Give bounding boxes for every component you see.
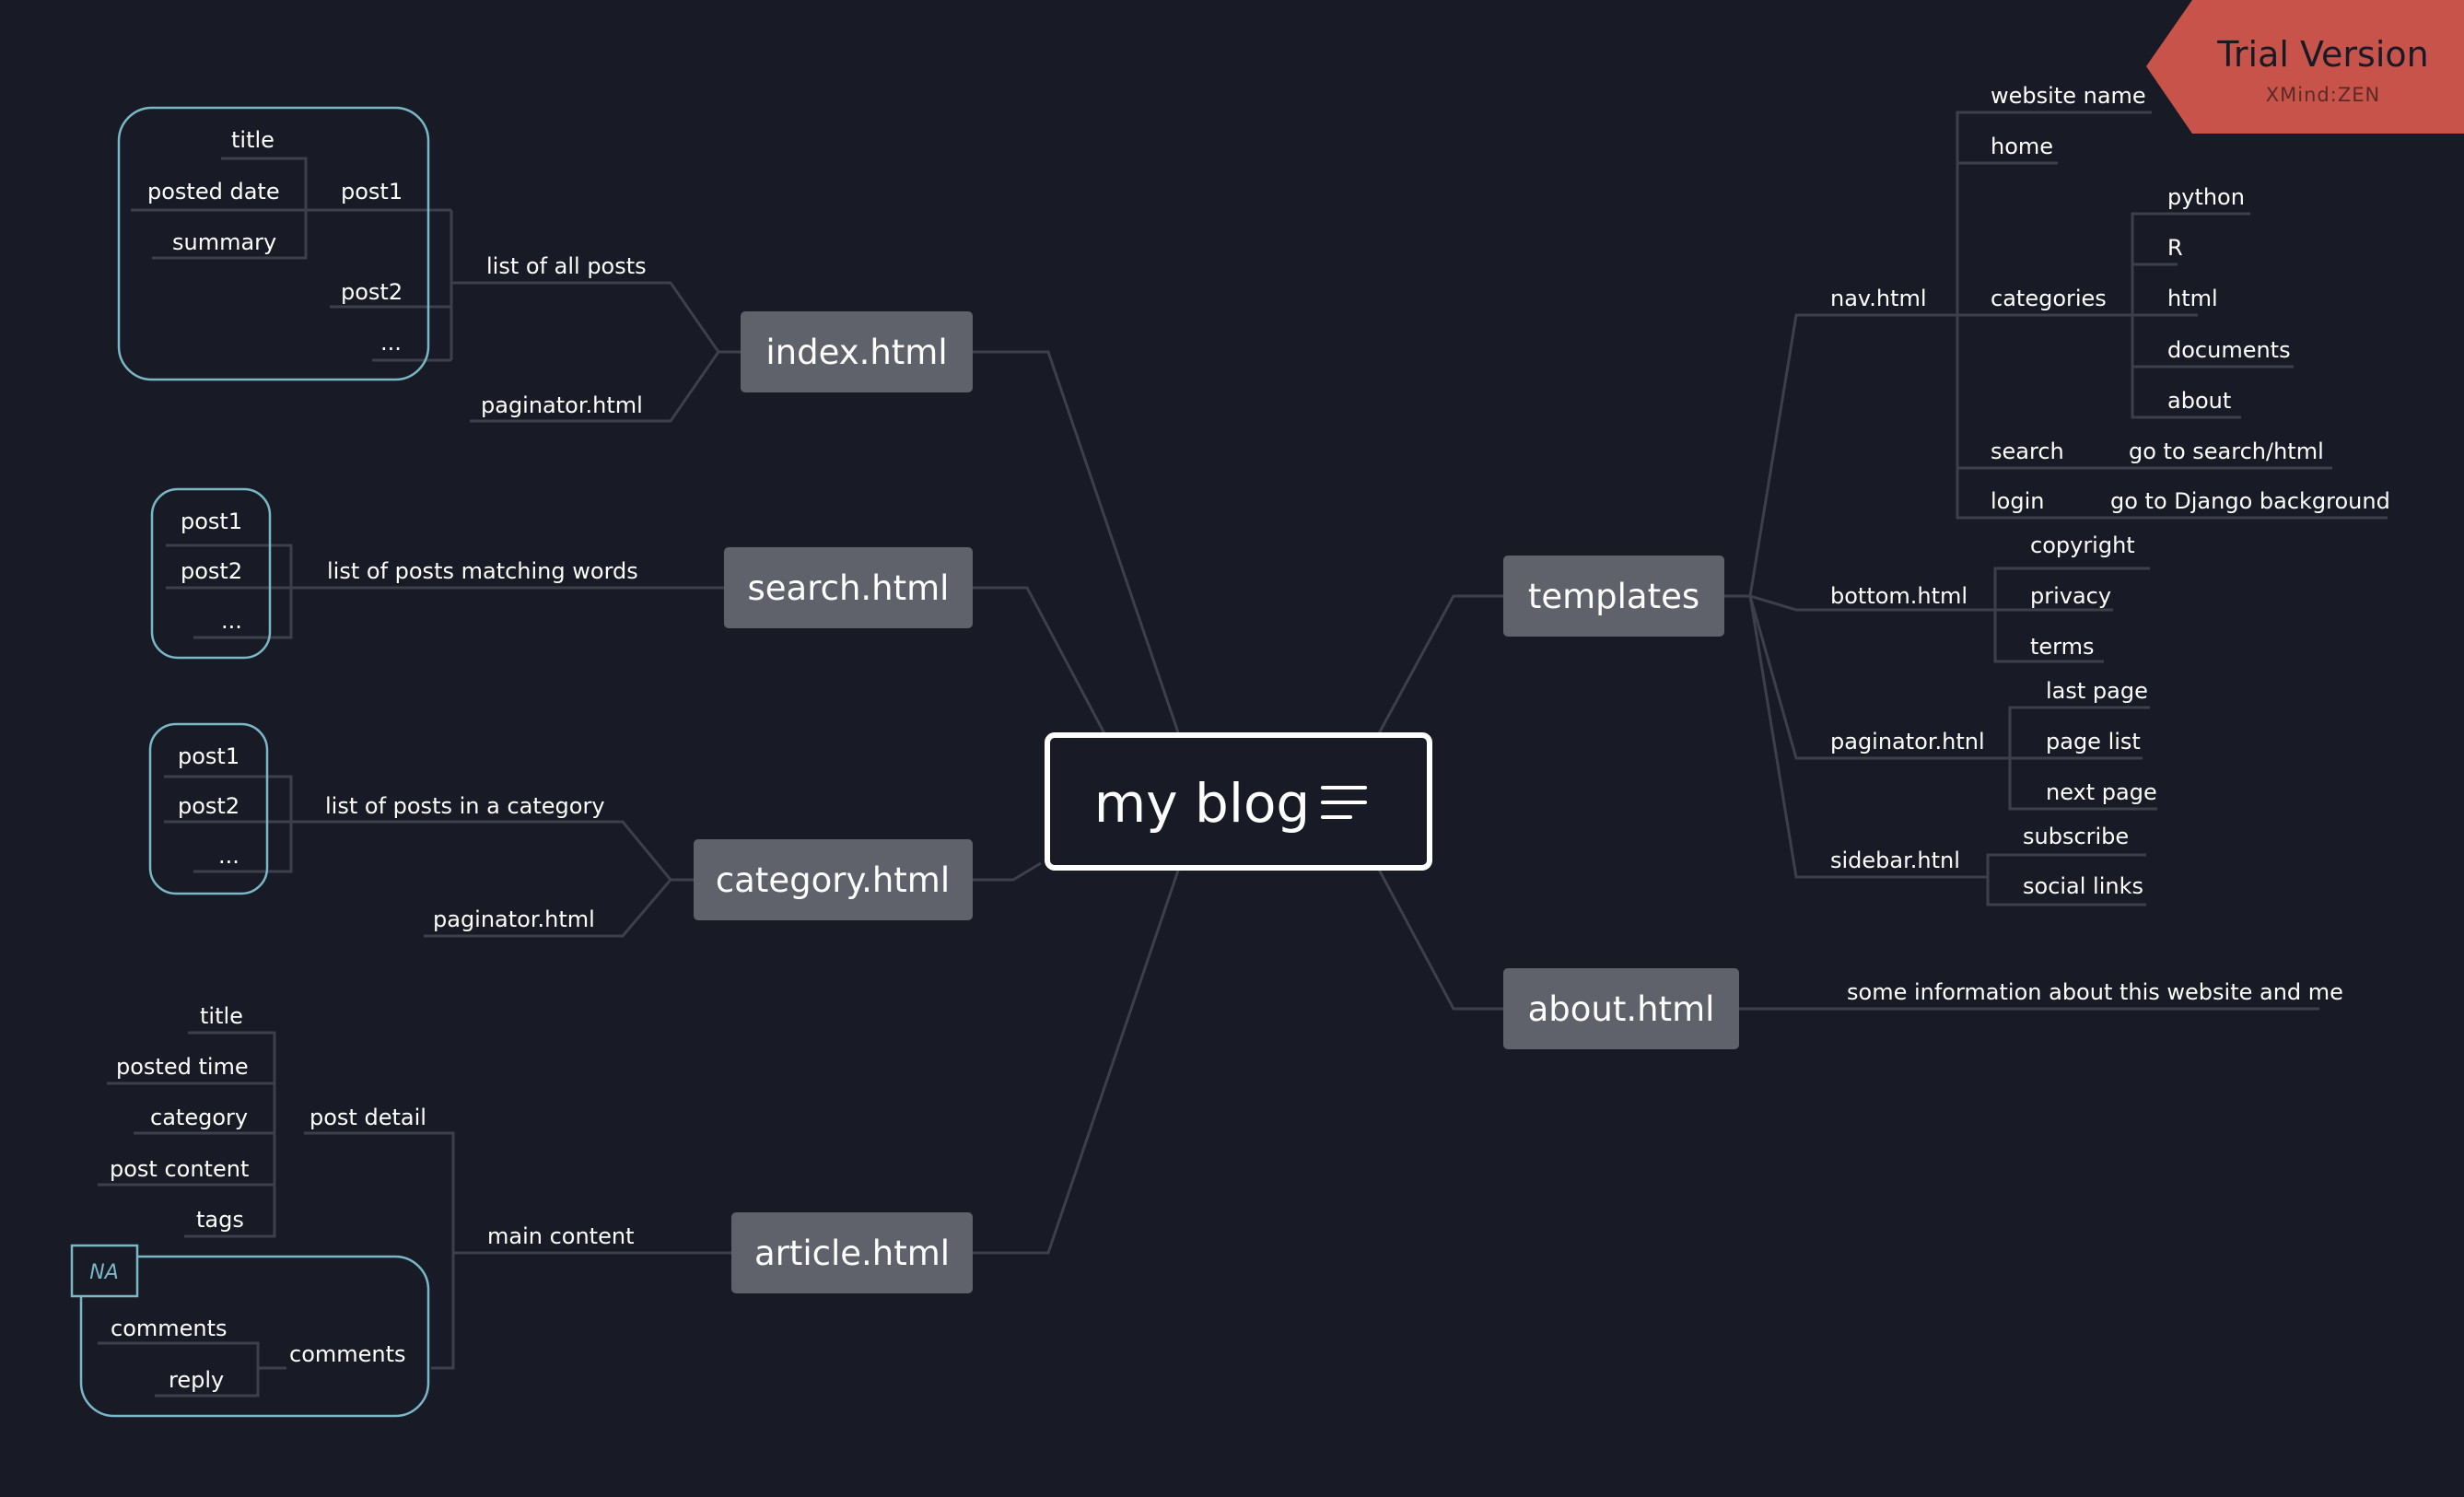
index-posts-boundary xyxy=(117,106,430,381)
boundary-frames: NA xyxy=(70,106,430,1418)
bottom-copyright[interactable]: copyright xyxy=(2030,532,2135,558)
category-post2[interactable]: post2 xyxy=(178,793,239,819)
na-badge xyxy=(70,1244,139,1298)
topic-category[interactable]: category.html xyxy=(694,839,973,920)
category-list[interactable]: list of posts in a category xyxy=(325,793,605,819)
topic-about[interactable]: about.html xyxy=(1503,968,1739,1049)
paginator-page-list[interactable]: page list xyxy=(2046,729,2141,754)
nav-category-about[interactable]: about xyxy=(2167,388,2231,414)
article-post-detail[interactable]: post detail xyxy=(309,1105,426,1130)
root-node[interactable]: my blog xyxy=(1045,732,1432,871)
index-paginator[interactable]: paginator.html xyxy=(481,392,643,418)
templates-nav[interactable]: nav.html xyxy=(1830,286,1927,311)
sidebar-social-links[interactable]: social links xyxy=(2023,873,2143,899)
connector-lines xyxy=(98,111,2388,1398)
nav-category-documents[interactable]: documents xyxy=(2167,337,2291,363)
search-list-matching[interactable]: list of posts matching words xyxy=(327,558,638,584)
nav-category-python[interactable]: python xyxy=(2167,184,2245,210)
trial-banner-shape xyxy=(2146,0,2464,134)
paginator-next-page[interactable]: next page xyxy=(2046,779,2157,805)
search-post2[interactable]: post2 xyxy=(181,558,242,584)
nav-category-r[interactable]: R xyxy=(2167,235,2183,261)
trial-version-title: Trial Version xyxy=(2216,34,2428,75)
trial-version-subtitle: XMind:ZEN xyxy=(2266,84,2380,106)
nav-categories[interactable]: categories xyxy=(1991,286,2107,311)
nav-search[interactable]: search xyxy=(1991,439,2064,464)
paginator-last-page[interactable]: last page xyxy=(2046,678,2148,704)
about-info[interactable]: some information about this website and … xyxy=(1847,979,2343,1005)
category-more[interactable]: ... xyxy=(218,843,239,869)
search-post1[interactable]: post1 xyxy=(181,509,242,534)
article-title[interactable]: title xyxy=(200,1003,243,1029)
article-comments-group[interactable]: comments xyxy=(289,1341,406,1367)
topic-category-label: category.html xyxy=(716,860,950,900)
index-post-title[interactable]: title xyxy=(231,127,274,153)
index-post2[interactable]: post2 xyxy=(341,279,403,305)
topic-article-label: article.html xyxy=(754,1234,950,1273)
nav-login-target[interactable]: go to Django background xyxy=(2110,488,2390,514)
bottom-privacy[interactable]: privacy xyxy=(2030,583,2111,609)
topic-about-label: about.html xyxy=(1528,989,1715,1029)
index-post-date[interactable]: posted date xyxy=(147,179,280,205)
index-post1[interactable]: post1 xyxy=(341,179,403,205)
templates-paginator[interactable]: paginator.htnl xyxy=(1830,729,1985,754)
topic-search[interactable]: search.html xyxy=(724,547,973,628)
article-post-content[interactable]: post content xyxy=(110,1156,249,1182)
topic-index-label: index.html xyxy=(765,333,947,372)
topic-templates-label: templates xyxy=(1528,577,1699,616)
templates-bottom[interactable]: bottom.html xyxy=(1830,583,1968,609)
bottom-terms[interactable]: terms xyxy=(2030,634,2095,660)
search-posts-boundary xyxy=(150,487,272,660)
notes-lines-icon xyxy=(1321,786,1367,819)
article-posted-time[interactable]: posted time xyxy=(116,1054,249,1080)
category-posts-boundary xyxy=(148,722,269,895)
index-post-summary[interactable]: summary xyxy=(172,229,276,255)
comments-boundary xyxy=(79,1255,430,1418)
article-tags[interactable]: tags xyxy=(196,1207,244,1233)
topic-index[interactable]: index.html xyxy=(741,311,973,392)
na-badge-label: NA xyxy=(89,1261,119,1284)
article-category[interactable]: category xyxy=(150,1105,248,1130)
templates-sidebar[interactable]: sidebar.htnl xyxy=(1830,848,1960,873)
nav-home[interactable]: home xyxy=(1991,134,2053,159)
index-list-all-posts[interactable]: list of all posts xyxy=(486,253,647,279)
category-post1[interactable]: post1 xyxy=(178,743,239,769)
article-comments[interactable]: comments xyxy=(111,1316,228,1341)
index-more[interactable]: ... xyxy=(380,330,402,356)
topic-templates[interactable]: templates xyxy=(1503,556,1724,637)
trial-version-banner: Trial Version XMind:ZEN xyxy=(2146,0,2464,134)
nav-login[interactable]: login xyxy=(1991,488,2044,514)
nav-category-html[interactable]: html xyxy=(2167,286,2218,311)
nav-website-name[interactable]: website name xyxy=(1991,83,2146,109)
nav-search-target[interactable]: go to search/html xyxy=(2129,439,2324,464)
sidebar-subscribe[interactable]: subscribe xyxy=(2023,824,2129,849)
topic-article[interactable]: article.html xyxy=(731,1212,973,1293)
article-main-content[interactable]: main content xyxy=(487,1223,634,1249)
search-more[interactable]: ... xyxy=(221,608,242,634)
topic-search-label: search.html xyxy=(748,568,950,608)
category-paginator[interactable]: paginator.html xyxy=(433,906,595,932)
root-title: my blog xyxy=(1094,772,1311,835)
article-reply[interactable]: reply xyxy=(169,1367,224,1393)
